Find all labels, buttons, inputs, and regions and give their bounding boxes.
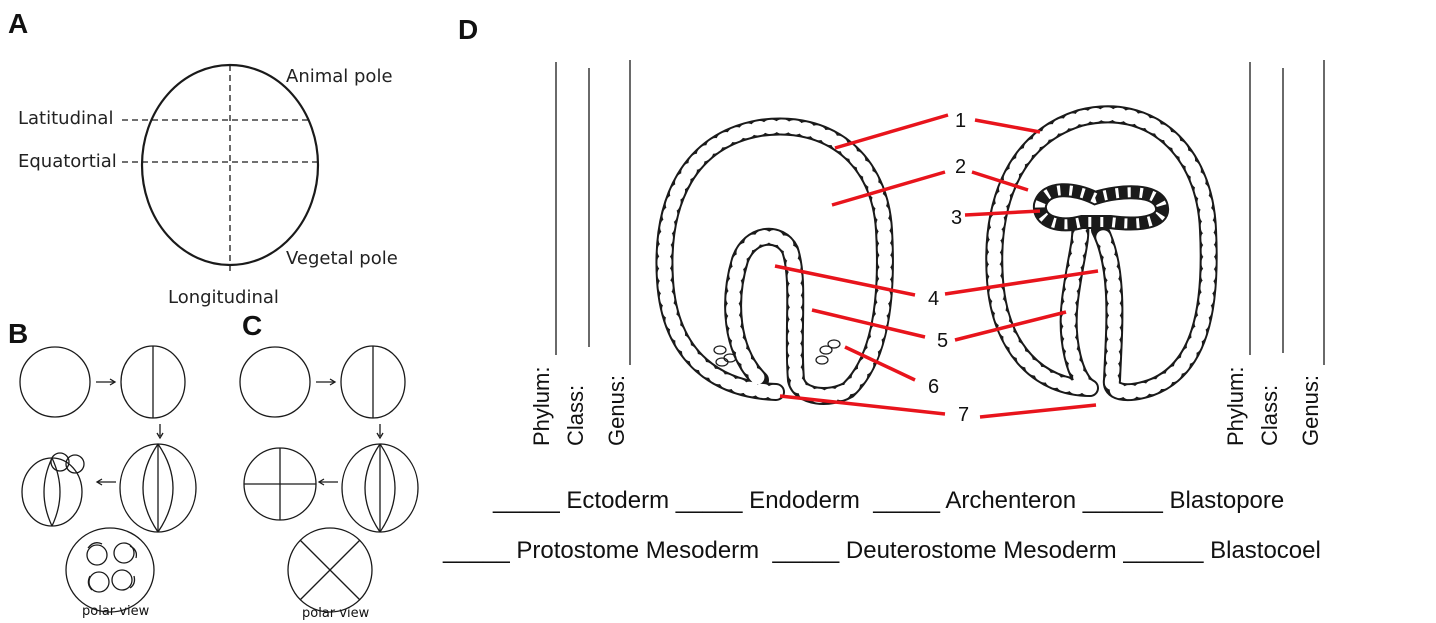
polar-view-caption-c: polar view	[302, 606, 369, 621]
radial-cleavage	[240, 346, 418, 612]
genus-label-left: Genus:	[604, 375, 630, 446]
polar-view-caption-b: polar view	[82, 604, 149, 619]
panel-label-c: C	[242, 310, 262, 342]
structure-number-5: 5	[937, 330, 948, 353]
spiral-cleavage	[20, 346, 196, 612]
animal-pole-label: Animal pole	[286, 66, 393, 87]
longitudinal-label: Longitudinal	[168, 287, 279, 308]
structure-number-1: 1	[955, 110, 966, 133]
structure-number-3: 3	[951, 207, 962, 230]
panel-label-a: A	[8, 8, 28, 40]
term-row-2: _____ Protostome Mesoderm _____ Deuteros…	[443, 537, 1321, 565]
latitudinal-label: Latitudinal	[18, 108, 113, 129]
vegetal-pole-label: Vegetal pole	[286, 248, 398, 269]
structure-number-4: 4	[928, 288, 939, 311]
phylum-label-left: Phylum:	[529, 367, 555, 446]
structure-number-6: 6	[928, 376, 939, 399]
term-row-1: _____ Ectoderm _____ Endoderm _____ Arch…	[493, 487, 1284, 515]
deuterostome-embryo	[994, 114, 1208, 392]
protostome-embryo	[664, 127, 884, 396]
panel-label-b: B	[8, 318, 28, 350]
egg-diagram	[122, 65, 318, 275]
genus-label-right: Genus:	[1298, 375, 1324, 446]
panel-label-d: D	[458, 14, 478, 46]
phylum-label-right: Phylum:	[1223, 367, 1249, 446]
structure-number-2: 2	[955, 156, 966, 179]
structure-number-7: 7	[958, 404, 969, 427]
class-label-left: Class:	[563, 385, 589, 446]
class-label-right: Class:	[1257, 385, 1283, 446]
equatorial-label: Equatortial	[18, 151, 117, 172]
